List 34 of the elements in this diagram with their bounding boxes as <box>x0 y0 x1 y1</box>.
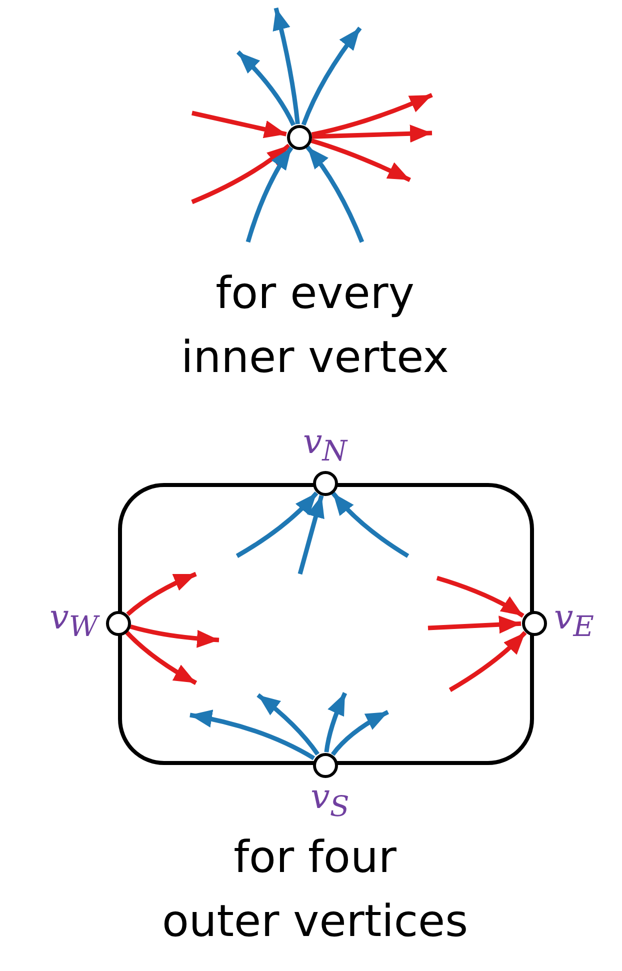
arrow <box>312 124 432 143</box>
arrow <box>311 92 433 137</box>
arrow <box>272 7 300 124</box>
arrow <box>191 144 291 204</box>
vertex-circle <box>312 470 338 496</box>
arrow <box>331 492 410 558</box>
arrow <box>125 630 198 685</box>
arrow <box>236 50 296 126</box>
arrow <box>330 710 390 756</box>
arrow <box>192 110 287 138</box>
vertex-circle <box>286 124 312 150</box>
caption: for every inner vertex <box>180 267 450 385</box>
arrow <box>190 710 316 760</box>
vertex-circle <box>106 610 130 636</box>
vertex-circle <box>522 610 546 636</box>
vertex-label: v$_{E}$ <box>554 600 594 642</box>
vertex-label: v$_{W}$ <box>50 600 98 642</box>
arrow <box>301 26 362 126</box>
vertex-circle <box>312 752 338 778</box>
arrow <box>236 491 318 558</box>
arrow <box>306 146 364 243</box>
vertex-label: v$_{N}$ <box>303 424 347 466</box>
caption: for four outer vertices <box>160 831 470 949</box>
vertex-label: v$_{S}$ <box>310 780 350 822</box>
arrow <box>448 630 527 692</box>
arrow <box>246 146 294 243</box>
arrow <box>428 616 522 634</box>
arrow <box>256 693 320 756</box>
arrow <box>436 576 524 618</box>
arrow <box>130 624 220 648</box>
arrow <box>126 572 197 616</box>
arrow <box>310 138 411 182</box>
arrow <box>324 692 348 752</box>
arrow <box>298 494 324 575</box>
